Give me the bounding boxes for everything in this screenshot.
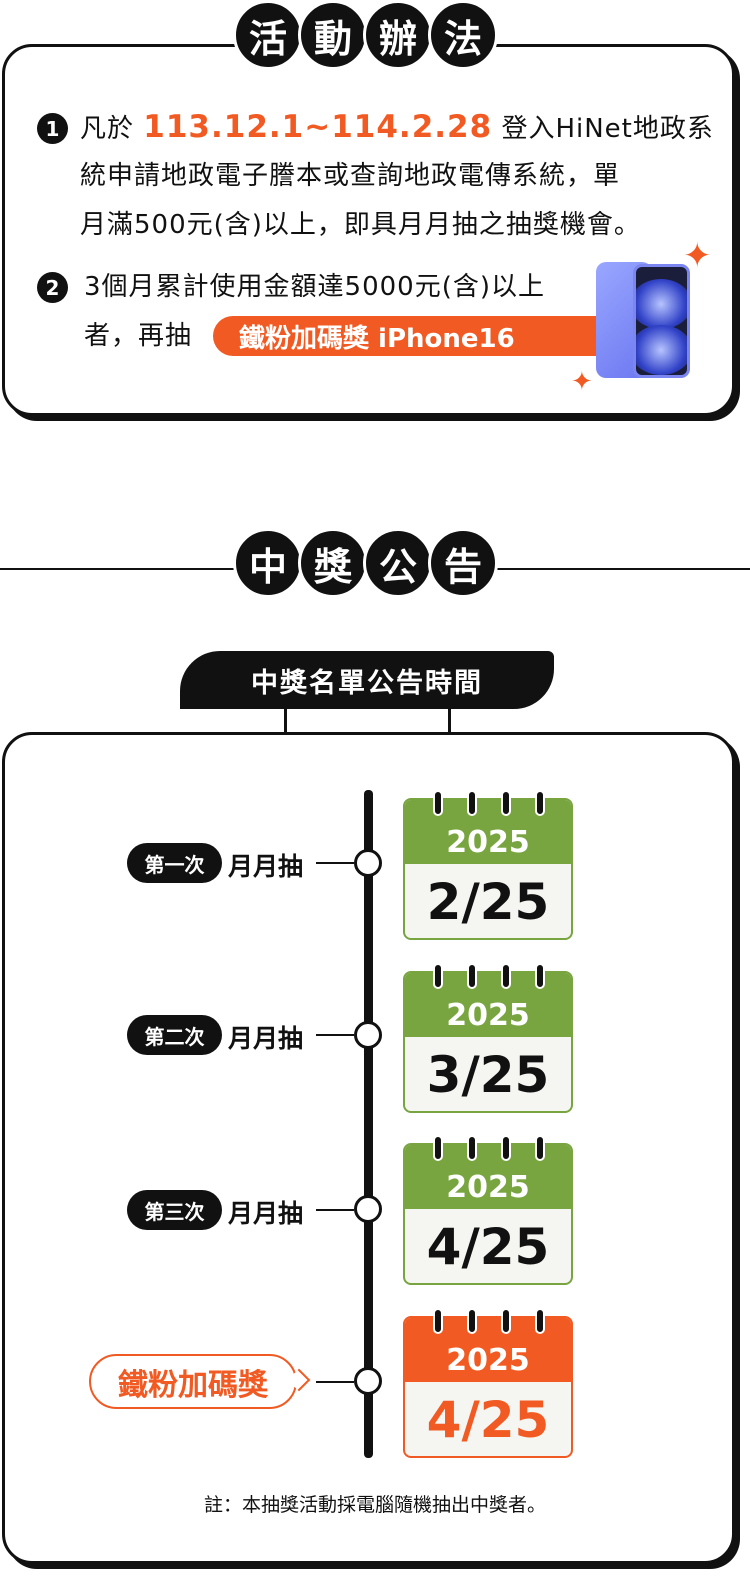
calendar-ring	[501, 1135, 511, 1161]
timeline-connector	[316, 1034, 354, 1036]
iron-fan-bonus-label: 鐵粉加碼獎	[89, 1354, 297, 1409]
rule-1-line-3: 月滿500元(含)以上，即具月月抽之抽獎機會。	[80, 210, 641, 240]
calendar-date: 4/25	[426, 1391, 550, 1449]
timeline-dot	[354, 1367, 382, 1395]
round-pill-3: 第三次	[127, 1190, 222, 1230]
round-label-1: 月月抽	[228, 852, 304, 881]
sparkle-icon: ✦	[571, 367, 593, 397]
timeline-connector	[316, 862, 354, 864]
rule-number-2: 2	[37, 272, 68, 303]
rule-2-line-2: 者，再抽	[84, 321, 193, 351]
calendar-date: 2/25	[426, 873, 550, 931]
calendar-date: 4/25	[426, 1218, 550, 1276]
schedule-tab: 中獎名單公告時間	[180, 651, 554, 709]
calendar-ring	[433, 1308, 443, 1334]
calendar-ring	[501, 790, 511, 816]
tab-hanger	[284, 706, 287, 734]
title-char: 活	[233, 0, 303, 70]
calendar-year: 2025	[405, 973, 571, 1037]
calendar-round-1: 2025 2/25	[403, 790, 573, 940]
calendar-ring	[467, 963, 477, 989]
tab-hanger	[448, 706, 451, 734]
timeline-connector	[316, 1209, 354, 1211]
calendar-round-2: 2025 3/25	[403, 963, 573, 1113]
rule-number-1: 1	[37, 113, 68, 144]
timeline-dot	[354, 849, 382, 877]
calendar-ring	[501, 963, 511, 989]
rule-1-line-1: 凡於 113.12.1~114.2.28 登入HiNet地政系	[80, 109, 714, 145]
section-title-rules: 活 動 辦 法	[0, 0, 750, 80]
calendar-ring	[535, 963, 545, 989]
calendar-ring	[433, 963, 443, 989]
title-char: 法	[428, 0, 498, 70]
title-char: 獎	[298, 528, 368, 598]
calendar-date: 3/25	[426, 1046, 550, 1104]
rule-1-line-2: 統申請地政電子謄本或查詢地政電傳系統，單	[80, 161, 621, 191]
calendar-ring	[433, 1135, 443, 1161]
title-char: 動	[298, 0, 368, 70]
calendar-ring	[467, 1308, 477, 1334]
calendar-year: 2025	[405, 1318, 571, 1382]
calendar-ring	[535, 1135, 545, 1161]
calendar-ring	[467, 790, 477, 816]
round-pill-2: 第二次	[127, 1015, 222, 1055]
campaign-date-range: 113.12.1~114.2.28	[143, 109, 493, 145]
title-char: 中	[233, 528, 303, 598]
section-title-announcement: 中 獎 公 告	[0, 528, 750, 608]
calendar-bonus: 2025 4/25	[403, 1308, 573, 1458]
timeline-connector	[316, 1381, 354, 1383]
calendar-year: 2025	[405, 800, 571, 864]
rule-2-line-1: 3個月累計使用金額達5000元(含)以上	[84, 272, 545, 302]
calendar-ring	[535, 1308, 545, 1334]
footnote: 註：本抽獎活動採電腦隨機抽出中獎者。	[203, 1494, 546, 1516]
sparkle-icon: ✦	[683, 236, 712, 276]
calendar-ring	[433, 790, 443, 816]
calendar-year: 2025	[405, 1145, 571, 1209]
title-char: 辦	[363, 0, 433, 70]
iron-fan-prize-pill: 鐵粉加碼獎 iPhone16	[213, 316, 613, 356]
round-label-2: 月月抽	[228, 1024, 304, 1053]
calendar-ring	[501, 1308, 511, 1334]
title-char: 告	[428, 528, 498, 598]
calendar-ring	[535, 790, 545, 816]
iphone-screen	[633, 264, 690, 378]
calendar-round-3: 2025 4/25	[403, 1135, 573, 1285]
calendar-ring	[467, 1135, 477, 1161]
round-label-3: 月月抽	[228, 1199, 304, 1228]
round-pill-1: 第一次	[127, 843, 222, 883]
timeline-dot	[354, 1195, 382, 1223]
timeline-line	[364, 790, 373, 1458]
title-char: 公	[363, 528, 433, 598]
timeline-dot	[354, 1021, 382, 1049]
